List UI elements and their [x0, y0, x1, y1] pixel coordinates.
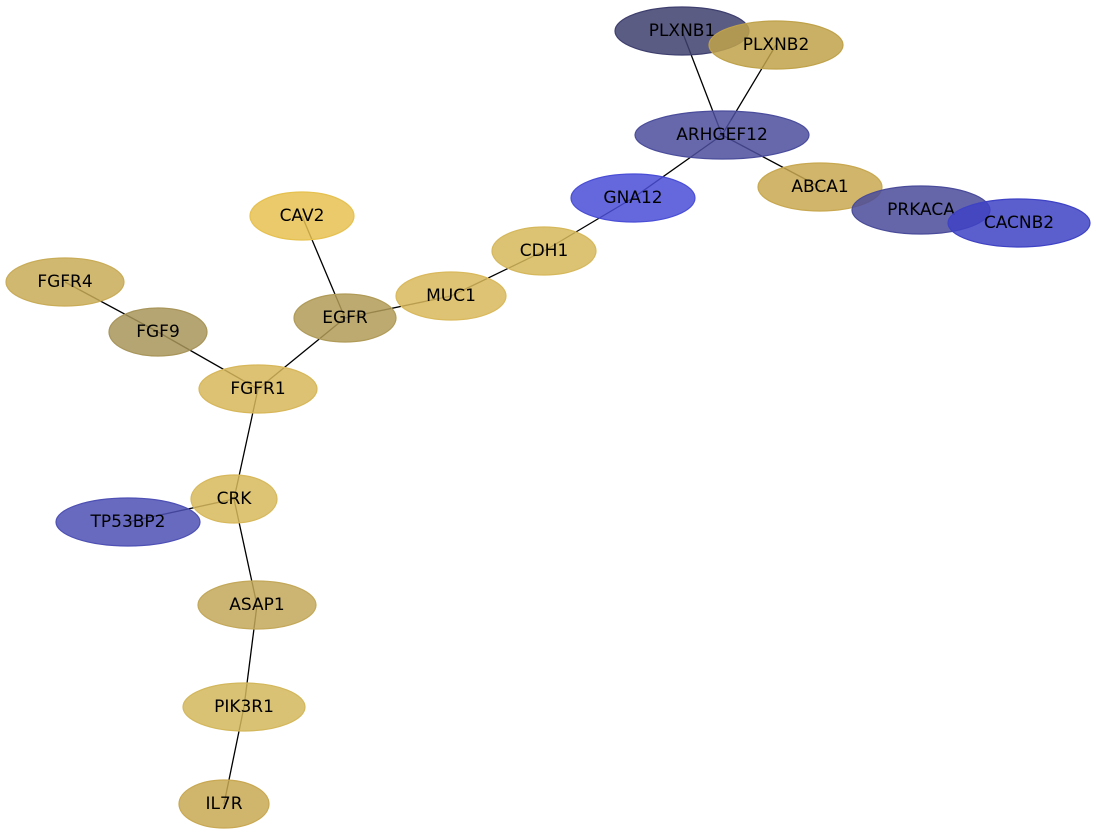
node-muc1[interactable]: MUC1	[395, 271, 507, 321]
node-ellipse	[249, 191, 355, 241]
node-ellipse	[190, 474, 278, 524]
node-label: EGFR	[322, 308, 368, 328]
node-label: PLXNB2	[743, 35, 810, 55]
node-label: GNA12	[603, 188, 662, 208]
node-ellipse	[757, 162, 883, 212]
node-ellipse	[55, 497, 201, 547]
node-label: IL7R	[205, 794, 242, 814]
node-ellipse	[108, 307, 208, 357]
node-ellipse	[395, 271, 507, 321]
node-ellipse	[5, 257, 125, 307]
node-ellipse	[491, 226, 597, 276]
node-abca1[interactable]: ABCA1	[757, 162, 883, 212]
node-ellipse	[198, 364, 318, 414]
node-label: PLXNB1	[649, 21, 716, 41]
node-arhgef12[interactable]: ARHGEF12	[634, 110, 810, 160]
node-egfr[interactable]: EGFR	[293, 293, 397, 343]
node-ellipse	[708, 20, 844, 70]
node-ellipse	[570, 173, 696, 223]
node-label: CDH1	[520, 241, 569, 261]
node-label: CRK	[217, 489, 253, 509]
node-fgf9[interactable]: FGF9	[108, 307, 208, 357]
node-label: MUC1	[426, 286, 476, 306]
node-ellipse	[947, 198, 1091, 248]
node-tp53bp2[interactable]: TP53BP2	[55, 497, 201, 547]
node-cacnb2[interactable]: CACNB2	[947, 198, 1091, 248]
node-gna12[interactable]: GNA12	[570, 173, 696, 223]
node-asap1[interactable]: ASAP1	[197, 580, 317, 630]
node-ellipse	[293, 293, 397, 343]
node-ellipse	[634, 110, 810, 160]
node-label: TP53BP2	[90, 512, 166, 532]
node-label: CACNB2	[984, 213, 1054, 233]
node-label: ASAP1	[229, 595, 284, 615]
node-label: PIK3R1	[214, 697, 274, 717]
node-crk[interactable]: CRK	[190, 474, 278, 524]
node-cav2[interactable]: CAV2	[249, 191, 355, 241]
node-label: FGF9	[136, 322, 180, 342]
node-ellipse	[197, 580, 317, 630]
node-plxnb2[interactable]: PLXNB2	[708, 20, 844, 70]
node-label: FGFR4	[37, 272, 92, 292]
node-fgfr1[interactable]: FGFR1	[198, 364, 318, 414]
node-ellipse	[182, 682, 306, 732]
node-ellipse	[178, 779, 270, 829]
node-label: ABCA1	[791, 177, 848, 197]
node-fgfr4[interactable]: FGFR4	[5, 257, 125, 307]
node-label: CAV2	[280, 206, 325, 226]
node-label: ARHGEF12	[676, 125, 768, 145]
node-il7r[interactable]: IL7R	[178, 779, 270, 829]
node-cdh1[interactable]: CDH1	[491, 226, 597, 276]
node-label: FGFR1	[230, 379, 285, 399]
node-pik3r1[interactable]: PIK3R1	[182, 682, 306, 732]
node-label: PRKACA	[887, 200, 955, 220]
